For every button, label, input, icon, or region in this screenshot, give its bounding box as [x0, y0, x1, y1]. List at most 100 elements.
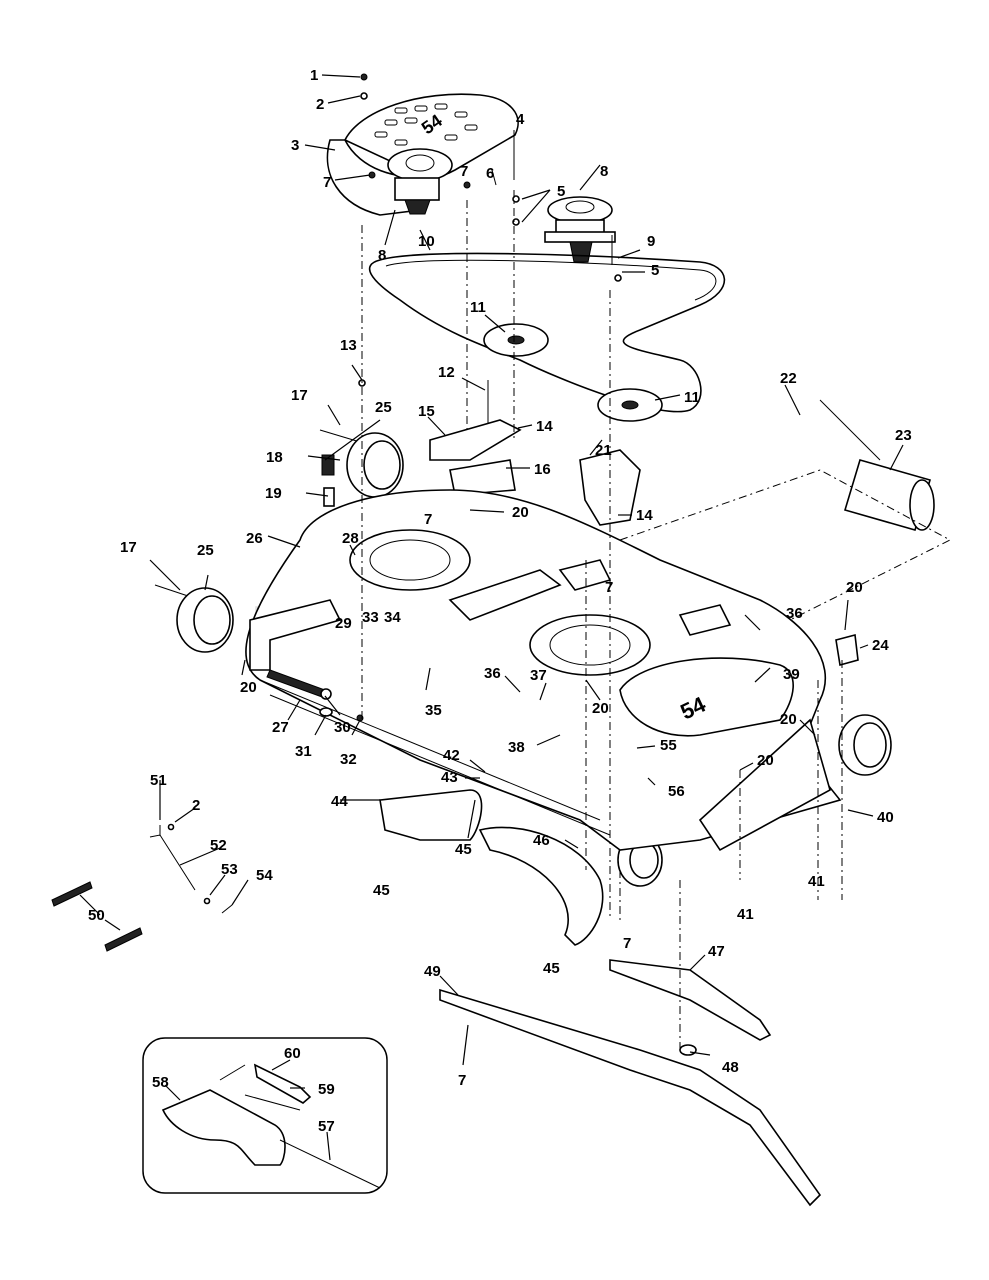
callout-52: 52 [210, 837, 227, 854]
callout-21: 21 [595, 442, 612, 459]
callout-60: 60 [284, 1045, 301, 1062]
callouts: 1 2 3 4 5 5 6 7 7 7 7 7 7 8 8 9 10 11 11… [88, 67, 912, 1135]
callout-11a: 11 [470, 299, 486, 316]
callout-27: 27 [272, 719, 289, 736]
washer-5c [614, 274, 622, 282]
callout-7d: 7 [605, 579, 613, 596]
callout-29: 29 [335, 615, 352, 632]
callout-5b: 5 [651, 262, 659, 279]
callout-7a: 7 [323, 174, 331, 191]
callout-7b: 7 [460, 163, 468, 180]
gauge-wheel-right-rear [838, 714, 892, 776]
callout-46: 46 [533, 832, 550, 849]
callout-20a: 20 [512, 504, 529, 521]
callout-43: 43 [441, 769, 458, 786]
washer-53 [203, 897, 211, 905]
callout-20f: 20 [757, 752, 774, 769]
callout-40: 40 [877, 809, 894, 826]
callout-39: 39 [783, 666, 800, 683]
callout-16: 16 [534, 461, 551, 478]
callout-44: 44 [331, 793, 348, 810]
callout-31: 31 [295, 743, 312, 760]
callout-51: 51 [150, 772, 167, 789]
callout-57: 57 [318, 1118, 335, 1135]
callout-47: 47 [708, 943, 725, 960]
callout-59: 59 [318, 1081, 335, 1098]
callout-42: 42 [443, 747, 460, 764]
callout-20b: 20 [240, 679, 257, 696]
washer-2 [360, 92, 368, 100]
callout-17a: 17 [291, 387, 308, 404]
callout-49: 49 [424, 963, 441, 980]
key-6 [491, 169, 497, 186]
callout-12: 12 [438, 364, 455, 381]
deck-housing: 54 [245, 489, 842, 852]
blade-washer-48 [679, 1044, 697, 1056]
callout-41a: 41 [737, 906, 754, 923]
roller-23 [844, 459, 935, 531]
callout-56: 56 [668, 783, 685, 800]
callout-41b: 41 [808, 873, 825, 890]
gauge-wheel-upper [346, 432, 404, 498]
callout-8b: 8 [600, 163, 608, 180]
callout-15: 15 [418, 403, 435, 420]
bolt-7b [463, 181, 471, 189]
callout-45c: 45 [543, 960, 560, 977]
idler-bracket-15 [429, 419, 522, 461]
callout-6: 6 [486, 165, 494, 182]
callout-36b: 36 [786, 605, 803, 622]
callout-33: 33 [362, 609, 379, 626]
callout-32: 32 [340, 751, 357, 768]
callout-53: 53 [221, 861, 238, 878]
callout-36a: 36 [484, 665, 501, 682]
inset-detail [142, 1037, 388, 1194]
rod-52 [149, 834, 196, 891]
callout-23: 23 [895, 427, 912, 444]
callout-2b: 2 [192, 797, 200, 814]
bracket-24 [835, 633, 859, 667]
callout-14a: 14 [536, 418, 553, 435]
spindle-cover-39 [619, 657, 794, 737]
callout-13: 13 [340, 337, 357, 354]
roller-axle-22 [819, 399, 881, 461]
callout-20c: 20 [592, 700, 609, 717]
callout-8a: 8 [378, 247, 386, 264]
callout-55: 55 [660, 737, 677, 754]
callout-17b: 17 [120, 539, 137, 556]
nut-31 [319, 707, 333, 717]
washer-30 [320, 688, 332, 700]
callout-45a: 45 [455, 841, 472, 858]
cover-vent-slots [374, 103, 478, 146]
right-spindle [544, 196, 616, 265]
callout-34: 34 [384, 609, 401, 626]
callout-24: 24 [872, 637, 889, 654]
callout-45b: 45 [373, 882, 390, 899]
leader-lines [79, 74, 904, 1161]
deck-brace [448, 569, 562, 621]
callout-58: 58 [152, 1074, 169, 1091]
bolt-1 [360, 73, 368, 81]
callout-9: 9 [647, 233, 655, 250]
callout-7f: 7 [458, 1072, 466, 1089]
blade-49 [439, 988, 822, 1207]
callout-7e: 7 [623, 935, 631, 952]
callout-38: 38 [508, 739, 525, 756]
callout-4: 4 [516, 111, 525, 128]
bushing-19 [323, 487, 335, 507]
idler-bracket-16 [449, 459, 516, 496]
callout-25a: 25 [375, 399, 392, 416]
callout-18: 18 [266, 449, 283, 466]
callout-2: 2 [316, 96, 324, 113]
callout-7c: 7 [424, 511, 432, 528]
callout-10: 10 [418, 233, 435, 250]
callout-20e: 20 [780, 711, 797, 728]
callout-5a: 5 [557, 183, 565, 200]
spring-50a [51, 881, 93, 907]
washer-2b [167, 823, 175, 831]
callout-54: 54 [256, 867, 273, 884]
callout-19: 19 [265, 485, 282, 502]
idler-pulley-upper [483, 323, 549, 357]
callout-50: 50 [88, 907, 105, 924]
callout-28: 28 [342, 530, 359, 547]
